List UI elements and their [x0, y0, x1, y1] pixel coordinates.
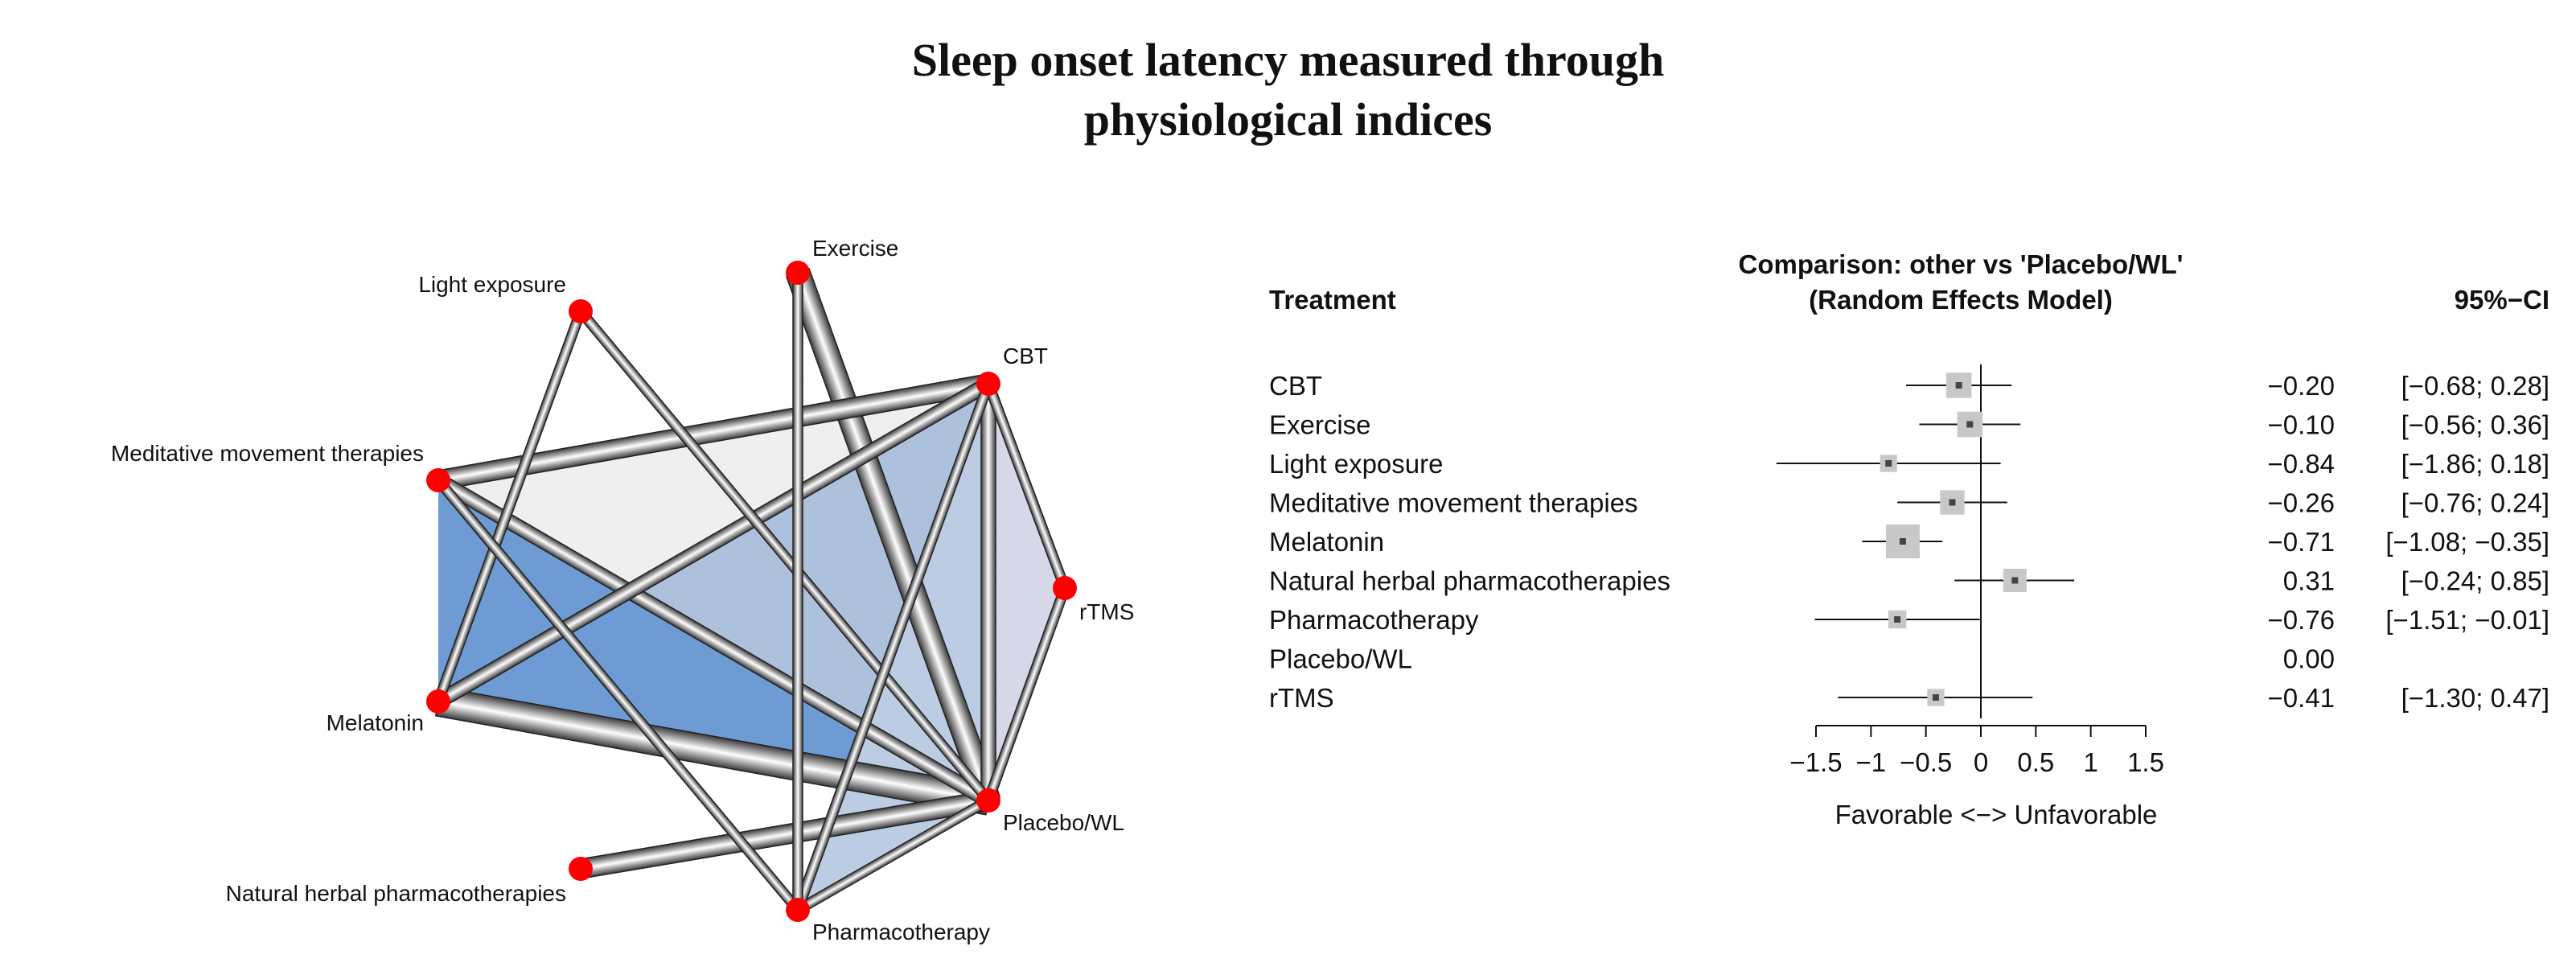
- forest-treatment-label: Exercise: [1269, 410, 1371, 440]
- forest-axis-tick-label: 0: [1974, 747, 1988, 777]
- node-cbt: [976, 372, 1000, 396]
- forest-axis-tick-label: 0.5: [2017, 747, 2054, 777]
- forest-row-natural-herbal-pharmacotherapies: Natural herbal pharmacotherapies 0.31 [−0.…: [1269, 566, 2549, 596]
- forest-treatment-label: Melatonin: [1269, 527, 1384, 557]
- title-line-2: physiological indices: [1083, 93, 1493, 146]
- node-label-meditative-movement-therapies: Meditative movement therapies: [111, 441, 424, 466]
- node-label-natural-herbal-pharmacotherapies: Natural herbal pharmacotherapies: [226, 881, 566, 906]
- node-label-rtms: rTMS: [1079, 599, 1134, 624]
- forest-row-rtms: rTMS −0.41 [−1.30; 0.47]: [1269, 683, 2549, 713]
- forest-estimate-point: [1955, 382, 1962, 389]
- forest-estimate-label: 0.31: [2283, 566, 2335, 596]
- forest-estimate-label: −0.84: [2268, 449, 2336, 479]
- forest-estimate-label: −0.26: [2268, 488, 2336, 518]
- forest-estimate-point: [1932, 694, 1939, 701]
- forest-ci-label: [−0.24; 0.85]: [2401, 566, 2549, 596]
- title-line-1: Sleep onset latency measured through: [911, 34, 1665, 86]
- node-label-cbt: CBT: [1003, 344, 1048, 368]
- forest-ci-label: [−1.08; −0.35]: [2385, 527, 2549, 557]
- forest-ci-label: [−1.51; −0.01]: [2385, 605, 2549, 635]
- forest-ci-label: [−0.68; 0.28]: [2401, 371, 2549, 401]
- forest-estimate-point: [1949, 499, 1956, 506]
- node-label-placebo-wl: Placebo/WL: [1003, 810, 1124, 835]
- forest-estimate-label: −0.41: [2268, 683, 2336, 713]
- node-natural-herbal-pharmacotherapies: [569, 857, 593, 881]
- forest-estimate-point: [1894, 616, 1901, 623]
- node-pharmacotherapy: [786, 898, 810, 922]
- forest-row-placebo-wl: Placebo/WL 0.00: [1269, 644, 2335, 674]
- forest-row-cbt: CBT −0.20 [−0.68; 0.28]: [1269, 371, 2549, 401]
- forest-estimate-point: [2011, 577, 2019, 584]
- node-placebo-wl: [976, 788, 1000, 813]
- forest-axis-tick-label: 1.5: [2127, 747, 2164, 777]
- forest-estimate-point: [1966, 421, 1974, 428]
- node-meditative-movement-therapies: [426, 468, 450, 492]
- forest-estimate-point: [1899, 538, 1906, 545]
- forest-ci-label: [−0.76; 0.24]: [2401, 488, 2549, 518]
- forest-row-light-exposure: Light exposure −0.84 [−1.86; 0.18]: [1269, 449, 2549, 479]
- forest-comparison-title: Comparison: other vs 'Placebo/WL': [1739, 249, 2184, 279]
- node-label-melatonin: Melatonin: [327, 710, 424, 735]
- forest-row-exercise: Exercise −0.10 [−0.56; 0.36]: [1269, 410, 2549, 440]
- page-title: Sleep onset latency measured through phy…: [0, 31, 2576, 150]
- forest-treatment-label: Pharmacotherapy: [1269, 605, 1479, 635]
- forest-axis-tick-label: −1.5: [1789, 747, 1842, 777]
- forest-estimate-label: −0.10: [2268, 410, 2336, 440]
- forest-treatment-label: Natural herbal pharmacotherapies: [1269, 566, 1670, 596]
- forest-row-pharmacotherapy: Pharmacotherapy −0.76 [−1.51; −0.01]: [1269, 605, 2549, 635]
- forest-estimate-label: −0.71: [2268, 527, 2336, 557]
- node-label-pharmacotherapy: Pharmacotherapy: [812, 920, 990, 944]
- node-melatonin: [426, 689, 450, 714]
- forest-ci-label: [−1.30; 0.47]: [2401, 683, 2549, 713]
- forest-axis-tick-label: −1: [1856, 747, 1887, 777]
- forest-estimate-label: 0.00: [2283, 644, 2335, 674]
- node-label-exercise: Exercise: [812, 236, 898, 261]
- forest-comparison-subtitle: (Random Effects Model): [1809, 285, 2113, 315]
- forest-treatment-label: Placebo/WL: [1269, 644, 1412, 674]
- forest-treatment-label: Light exposure: [1269, 449, 1443, 479]
- forest-plot: Comparison: other vs 'Placebo/WL' (Rando…: [1269, 249, 2549, 829]
- node-label-light-exposure: Light exposure: [418, 272, 566, 297]
- forest-treatment-header: Treatment: [1269, 285, 1396, 315]
- forest-x-label: Favorable <−> Unfavorable: [1835, 800, 2158, 829]
- forest-ci-label: [−0.56; 0.36]: [2401, 410, 2549, 440]
- edge-cbt-to-placebo-wl: [980, 383, 996, 801]
- forest-estimate-point: [1885, 460, 1892, 467]
- forest-axis-tick-label: 1: [2083, 747, 2097, 777]
- forest-treatment-label: Meditative movement therapies: [1269, 488, 1638, 518]
- forest-row-melatonin: Melatonin −0.71 [−1.08; −0.35]: [1269, 525, 2549, 558]
- network-nodes: [426, 261, 1077, 922]
- forest-estimate-label: −0.76: [2268, 605, 2336, 635]
- forest-ci-header: 95%−CI: [2455, 285, 2549, 315]
- node-rtms: [1053, 576, 1077, 600]
- forest-x-axis: −1.5 −1 −0.5 0 0.5 1 1.5: [1789, 725, 2164, 777]
- forest-treatment-label: rTMS: [1269, 683, 1334, 713]
- multiarm-polygon-4: [988, 384, 1065, 800]
- edge-exercise-to-pharmacotherapy: [792, 272, 803, 911]
- forest-estimate-label: −0.20: [2268, 371, 2336, 401]
- forest-treatment-label: CBT: [1269, 371, 1322, 401]
- forest-rows: CBT −0.20 [−0.68; 0.28] Exercise −0.10 [−0.56…: [1269, 364, 2549, 718]
- forest-row-meditative-movement-therapies: Meditative movement therapies −0.26 [−0.76…: [1269, 488, 2549, 518]
- forest-axis-tick-label: −0.5: [1900, 747, 1952, 777]
- node-exercise: [786, 261, 810, 285]
- forest-ci-label: [−1.86; 0.18]: [2401, 449, 2549, 479]
- node-light-exposure: [569, 299, 593, 323]
